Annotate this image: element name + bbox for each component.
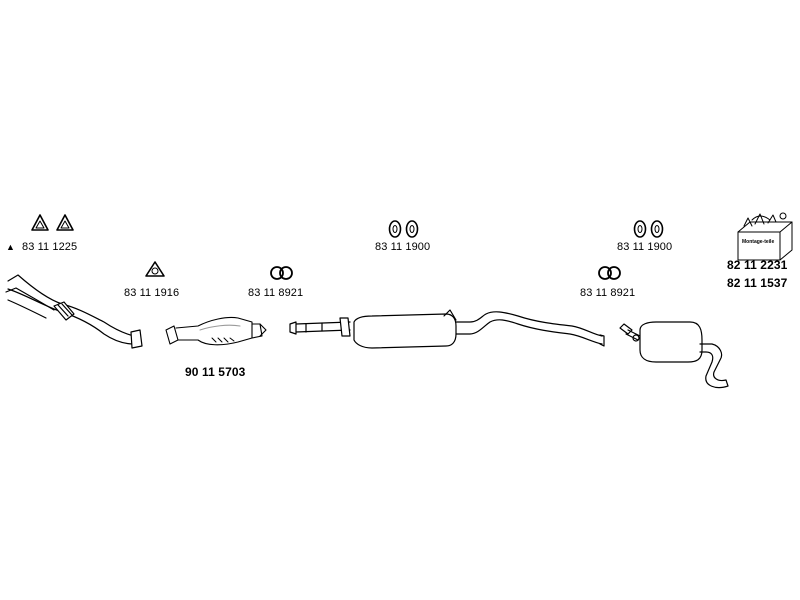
rear-silencer-icon: [619, 321, 729, 389]
label-mid-pipe-gasket: 83 11 1916: [124, 287, 180, 299]
label-cat-clamp: 83 11 8921: [248, 287, 304, 299]
catalytic-converter-icon: [165, 316, 267, 346]
front-gasket-icon-2: [56, 214, 74, 231]
label-kit-1: 82 11 2231: [727, 258, 788, 272]
rear-gasket-icon-1: [633, 220, 647, 238]
label-rear-clamp: 83 11 8921: [580, 287, 636, 299]
center-gasket-icon-1: [388, 220, 402, 238]
front-gasket-icon-1: [31, 214, 49, 231]
center-gasket-icon-2: [405, 220, 419, 238]
mounting-kit-box-icon: Montage-teile: [737, 212, 793, 261]
front-downpipe-icon: [5, 274, 143, 349]
cat-clamp-icon: [270, 266, 293, 280]
mid-pipe-gasket-icon: [145, 261, 165, 277]
label-kit-2: 82 11 1537: [727, 276, 788, 290]
kit-box-text: Montage-teile: [742, 239, 774, 245]
rear-gasket-icon-2: [650, 220, 664, 238]
label-catalyst: 90 11 5703: [185, 365, 246, 379]
label-rear-gasket: 83 11 1900: [617, 241, 673, 253]
center-silencer-icon: [289, 309, 605, 349]
label-front-gasket: 83 11 1225: [22, 241, 78, 253]
rear-clamp-icon: [598, 266, 621, 280]
marker-triangle-icon: ▲: [6, 242, 15, 252]
label-center-gasket: 83 11 1900: [375, 241, 431, 253]
